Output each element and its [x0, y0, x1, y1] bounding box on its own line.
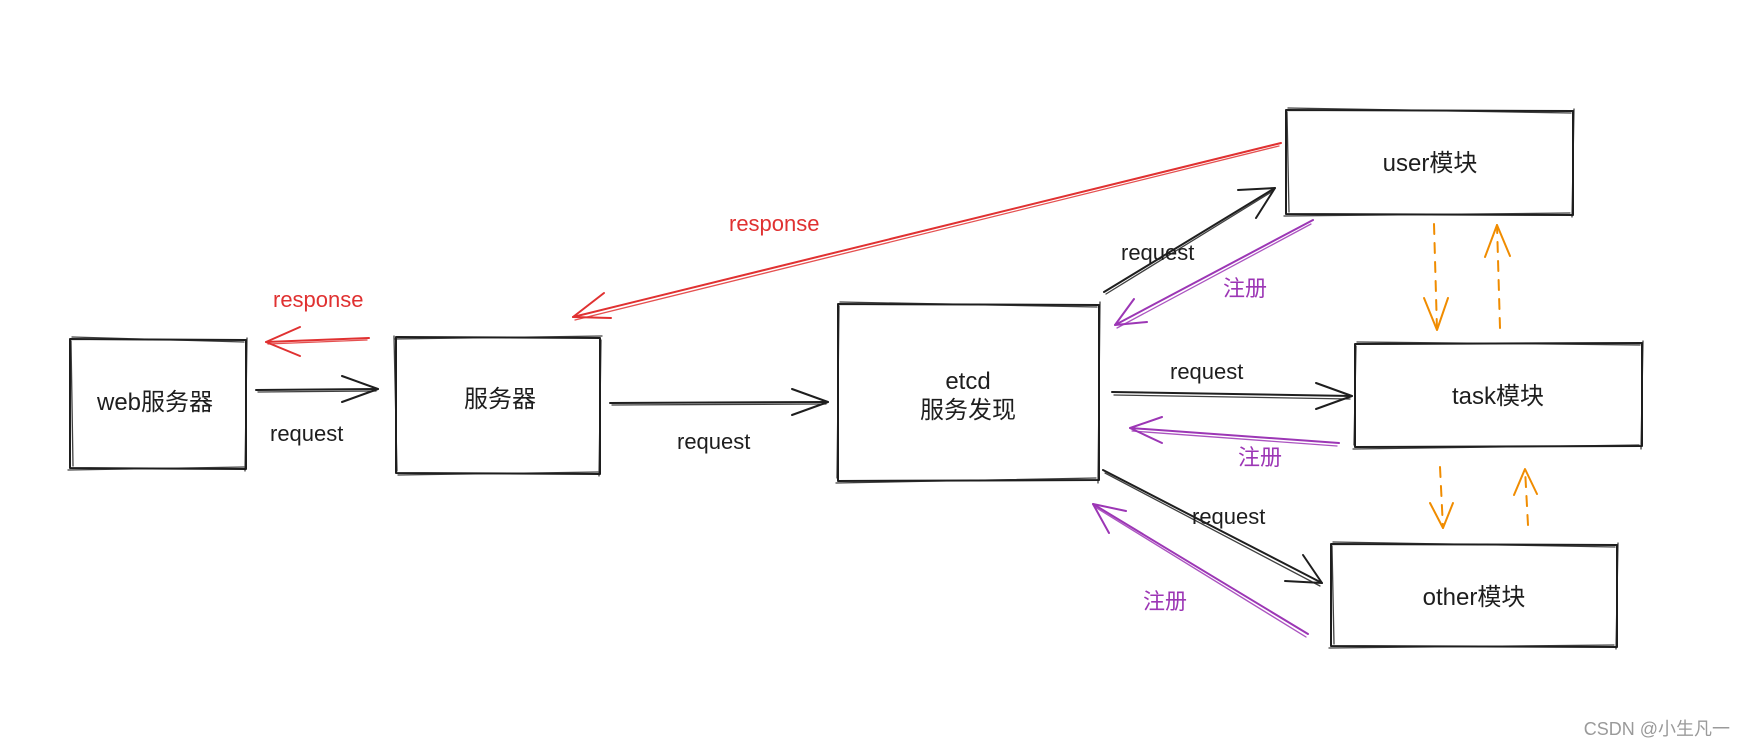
task-to-other-dashed-arrow: [1429, 466, 1454, 529]
etcd-box: etcd 服务发现: [835, 301, 1101, 484]
etcd-to-other-request-label: request: [1192, 504, 1265, 529]
task-register-label: 注册: [1238, 445, 1282, 470]
web-to-server-request-label: request: [270, 421, 343, 446]
web-to-server-request-arrow: [255, 375, 379, 403]
user-to-server-response-label: response: [729, 211, 820, 236]
user-to-task-dashed-arrow: [1423, 223, 1449, 331]
user-module-box: user模块: [1283, 107, 1575, 218]
other-module-label: other模块: [1423, 584, 1526, 611]
other-module-box: other模块: [1328, 541, 1619, 650]
watermark: CSDN @小生凡一: [1583, 719, 1730, 739]
user-to-server-response-arrow: [572, 142, 1282, 321]
other-to-task-dashed-arrow: [1513, 468, 1538, 526]
service-discovery-label: 服务发现: [920, 397, 1016, 424]
etcd-to-user-request-label: request: [1121, 240, 1194, 265]
server-label: 服务器: [464, 386, 536, 413]
server-to-web-response-label: response: [273, 287, 364, 312]
user-module-label: user模块: [1383, 150, 1478, 177]
server-to-etcd-request-arrow: [609, 388, 829, 416]
task-to-user-dashed-arrow: [1484, 224, 1511, 329]
server-to-etcd-request-label: request: [677, 429, 750, 454]
etcd-label: etcd: [945, 368, 990, 395]
server-box: 服务器: [393, 335, 603, 477]
etcd-to-other-request-arrow: [1102, 469, 1323, 587]
other-register-arrow: [1092, 503, 1309, 638]
task-module-label: task模块: [1452, 383, 1544, 410]
server-to-web-response-arrow: [265, 326, 370, 357]
user-register-label: 注册: [1223, 276, 1267, 301]
user-register-arrow: [1114, 219, 1314, 329]
task-module-box: task模块: [1352, 340, 1644, 450]
etcd-to-task-request-label: request: [1170, 359, 1243, 384]
task-register-arrow: [1129, 416, 1340, 447]
etcd-to-user-request-arrow: [1103, 187, 1276, 295]
other-register-label: 注册: [1143, 589, 1187, 614]
etcd-to-task-request-arrow: [1111, 382, 1353, 410]
web-server-box: web服务器: [67, 336, 248, 472]
web-server-label: web服务器: [96, 389, 213, 416]
